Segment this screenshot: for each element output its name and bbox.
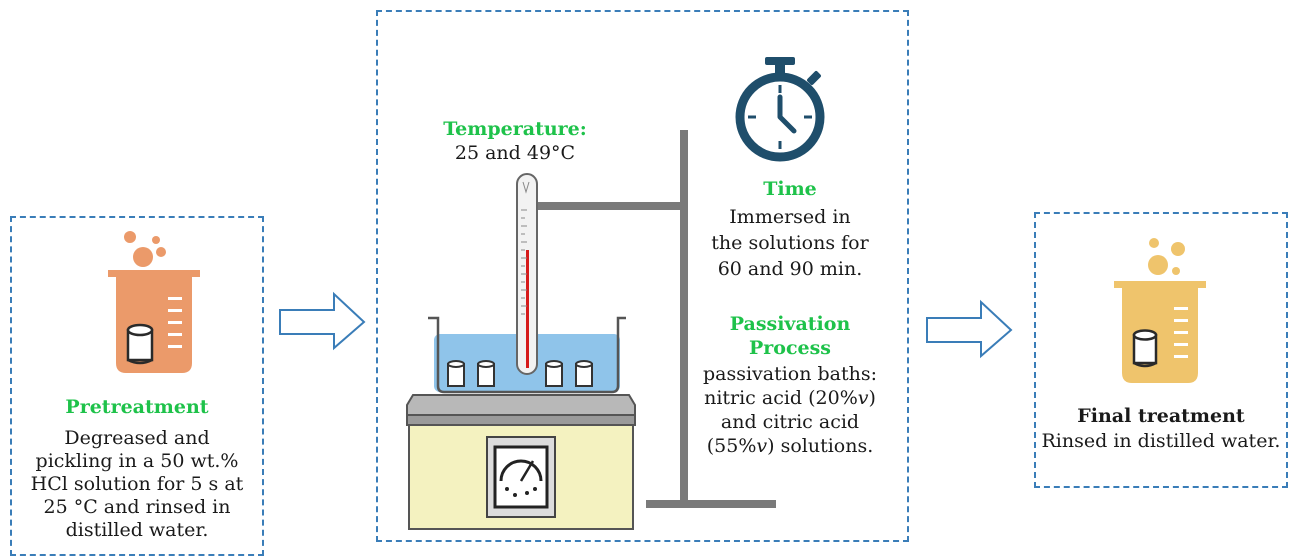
metal-sample-icon [1132, 329, 1158, 368]
final-treatment-panel [1034, 212, 1288, 488]
time-description: Immersed in the solutions for 60 and 90 … [700, 204, 880, 282]
italic-v: v [857, 387, 869, 409]
thermometer-icon [516, 173, 538, 375]
description-line: (55%v) solutions. [690, 434, 890, 458]
arrow-right-icon [926, 299, 1013, 359]
description-line: Degreased and [64, 427, 210, 449]
hot-plate [406, 394, 636, 530]
pretreatment-description: Degreased and pickling in a 50 wt.% HCl … [10, 427, 264, 542]
temperature-value: 25 and 49°C [454, 142, 576, 164]
text: ) [868, 387, 876, 409]
text: nitric acid (20% [704, 387, 858, 409]
title-line: Process [748, 337, 832, 359]
description-line: the solutions for [711, 232, 869, 254]
beaker-icon [108, 231, 200, 373]
beaker-icon [1114, 238, 1206, 383]
italic-v: v [756, 435, 768, 457]
final-treatment-description: Rinsed in distilled water. [1041, 430, 1281, 452]
description-line: distilled water. [65, 519, 209, 541]
description-line: 60 and 90 min. [717, 258, 863, 280]
passivation-panel [376, 10, 909, 542]
description-line: pickling in a 50 wt.% [35, 450, 239, 472]
description-line: HCl solution for 5 s at [30, 473, 244, 495]
water-bath [428, 316, 626, 394]
stopwatch-icon [735, 57, 825, 162]
lab-stand [536, 130, 776, 508]
arrow-right-icon [279, 291, 366, 351]
passivation-title: Passivation Process [700, 312, 880, 360]
description-line: passivation baths: [702, 363, 878, 385]
text: ) solutions. [767, 435, 874, 457]
pretreatment-title: Pretreatment [65, 396, 209, 418]
description-line: Immersed in [729, 206, 851, 228]
description-line: and citric acid [720, 411, 860, 433]
final-treatment-title: Final treatment [1077, 405, 1245, 427]
time-title: Time [763, 178, 817, 200]
description-line: 25 °C and rinsed in [43, 496, 231, 518]
description-line: nitric acid (20%v) [690, 386, 890, 410]
passivation-description: passivation baths: nitric acid (20%v) an… [690, 362, 890, 458]
metal-sample-icon [126, 323, 154, 365]
temperature-title: Temperature: [443, 118, 587, 140]
text: (55% [706, 435, 757, 457]
title-line: Passivation [729, 313, 851, 335]
metal-sample-icon [447, 360, 593, 387]
